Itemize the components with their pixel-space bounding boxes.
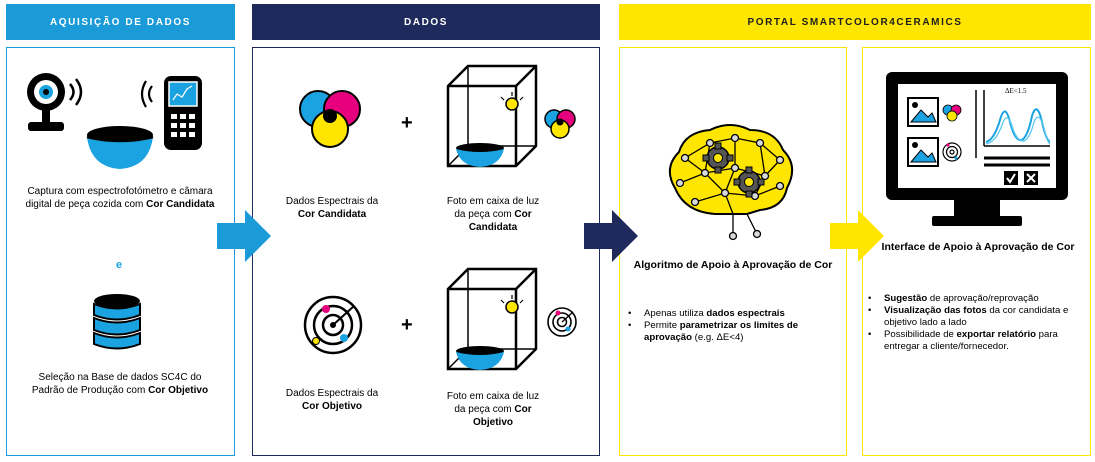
algorithm-item-1: Apenas utiliza dados espectrais xyxy=(626,308,840,320)
algorithm-item-2-bold: parametrizar os limites de aprovação xyxy=(644,320,799,343)
header-acquisition: AQUISIÇÃO DE DADOS xyxy=(6,4,235,40)
selection-bold: Cor Objetivo xyxy=(148,385,209,396)
algorithm-item-1-bold: dados espectrais xyxy=(706,308,785,319)
interface-item-1: Sugestão de aprovação/reprovação xyxy=(866,293,1086,305)
spectral-caption-1: Dados Espectrais da Cor Candidata xyxy=(282,195,382,221)
interface-item-3-pre: Possibilidade de xyxy=(884,329,957,340)
arrow-yellow-icon xyxy=(830,210,884,262)
arrow-navy-icon xyxy=(584,210,638,262)
delta-e-label: ΔE<1.5 xyxy=(1005,87,1027,95)
header-data-label: DADOS xyxy=(403,16,449,28)
algorithm-list: Apenas utiliza dados espectrais Permite … xyxy=(626,308,840,344)
selection-caption: Seleção na Base de dados SC4C do Padrão … xyxy=(24,371,216,397)
header-acquisition-label: AQUISIÇÃO DE DADOS xyxy=(49,16,192,28)
interface-item-3: Possibilidade de exportar relatório para… xyxy=(866,329,1086,353)
algorithm-item-2-text: Permite xyxy=(644,320,680,331)
interface-item-2-bold: Visualização das fotos xyxy=(884,305,987,316)
spectral-2-text: Dados Espectrais da xyxy=(285,388,379,399)
algorithm-item-1-text: Apenas utiliza xyxy=(644,308,707,319)
photo-caption-2: Foto em caixa de luz da peça com Cor Obj… xyxy=(440,390,546,429)
algorithm-item-2: Permite parametrizar os limites de aprov… xyxy=(626,320,840,344)
radar-small-icon xyxy=(547,307,577,337)
plus-sign-1: + xyxy=(401,112,413,134)
cmy-circles-small-icon xyxy=(544,109,576,139)
panel-algorithm xyxy=(619,47,847,456)
plus-sign-2: + xyxy=(401,314,413,336)
interface-item-2-text: da cor candidata e objetivo lado a lado xyxy=(884,305,1069,328)
arrow-blue-icon xyxy=(217,210,271,262)
photo-1-text: Foto em caixa de luz da peça com xyxy=(446,196,540,220)
header-portal-label: PORTAL SMARTCOLOR4CERAMICS xyxy=(747,16,963,28)
photo-1-bold: Cor Candidata xyxy=(468,209,532,233)
header-data: DADOS xyxy=(252,4,600,40)
lightbox-icon-1 xyxy=(446,64,538,168)
capture-text: Captura com espectrofotómetro e câmara d… xyxy=(25,186,213,210)
capture-caption: Captura com espectrofotómetro e câmara d… xyxy=(14,185,226,211)
radar-icon xyxy=(303,295,363,355)
algorithm-item-2-post: (e.g. ΔE<4) xyxy=(692,332,744,343)
monitor-icon xyxy=(886,72,1068,226)
interface-item-3-post: para entregar a cliente/fornecedor. xyxy=(884,329,1058,352)
bowl-icon xyxy=(86,126,154,169)
interface-list: Sugestão de aprovação/reprovação Visuali… xyxy=(866,293,1086,353)
photo-2-bold: Cor Objetivo xyxy=(472,404,532,428)
spectrophotometer-icon xyxy=(140,76,202,150)
database-icon xyxy=(93,294,141,350)
interface-item-1-bold: Sugestão xyxy=(884,293,928,304)
brain-network-icon xyxy=(668,124,794,241)
interface-item-3-bold: exportar relatório xyxy=(956,329,1036,340)
selection-text: Seleção na Base de dados SC4C do Padrão … xyxy=(31,372,202,396)
photo-caption-1: Foto em caixa de luz da peça com Cor Can… xyxy=(440,195,546,234)
algorithm-title: Algoritmo de Apoio à Aprovação de Cor xyxy=(633,259,833,271)
cmy-circles-icon xyxy=(299,90,361,148)
header-portal: PORTAL SMARTCOLOR4CERAMICS xyxy=(619,4,1091,40)
interface-title: Interface de Apoio à Aprovação de Cor xyxy=(881,241,1075,253)
spectral-1-text: Dados Espectrais da xyxy=(285,196,379,207)
interface-item-2: Visualização das fotos da cor candidata … xyxy=(866,305,1086,329)
spectral-1-bold: Cor Candidata xyxy=(297,209,367,220)
capture-bold: Cor Candidata xyxy=(146,199,215,210)
interface-item-1-text: de aprovação/reprovação xyxy=(927,293,1039,304)
webcam-icon xyxy=(27,73,83,131)
photo-2-text: Foto em caixa de luz da peça com xyxy=(446,391,540,415)
lightbox-icon-2 xyxy=(446,267,538,371)
connector-e: e xyxy=(115,259,123,271)
spectral-caption-2: Dados Espectrais da Cor Objetivo xyxy=(282,387,382,413)
spectral-2-bold: Cor Objetivo xyxy=(301,401,362,412)
